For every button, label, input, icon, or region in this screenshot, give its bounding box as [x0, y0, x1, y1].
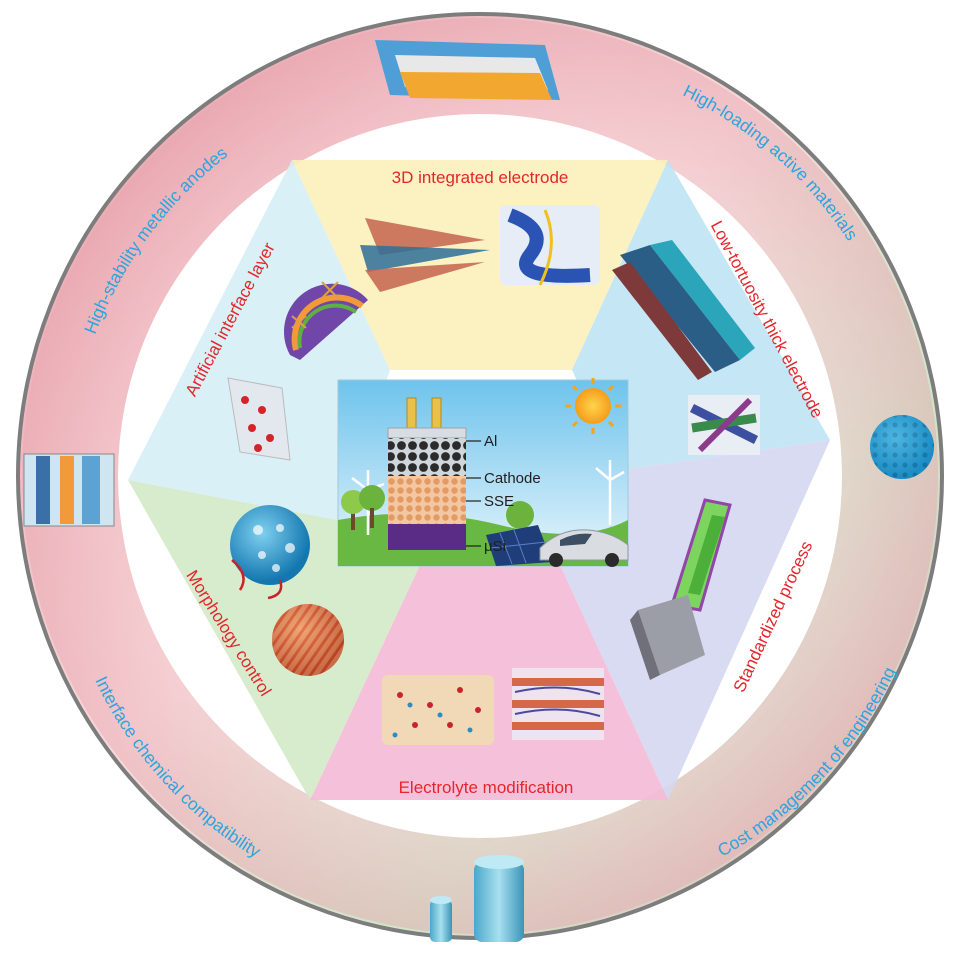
- layered-membrane-icon: [512, 668, 604, 740]
- cross-section-cell-icon: [23, 453, 115, 527]
- wind-turbine-icon: [351, 460, 625, 535]
- label-3d-integrated-electrode: 3D integrated electrode: [392, 168, 569, 187]
- particle-film-icon: [227, 377, 291, 461]
- car-icon: [539, 529, 629, 567]
- label-electrolyte-modification: Electrolyte modification: [399, 778, 574, 797]
- porous-network-icon: [500, 205, 600, 286]
- nanoparticle-sphere-icon: [272, 604, 344, 676]
- solar-panel-icon: [486, 525, 552, 566]
- tree-icon: [341, 485, 534, 530]
- stacked-sheets-icon: [360, 218, 490, 292]
- layered-film-icon: [375, 40, 560, 100]
- fiber-bundle-icon: [688, 395, 760, 455]
- layer-label-sse: SSE: [484, 493, 514, 510]
- block-material-icon: [630, 595, 705, 680]
- sector-upper-left: [128, 160, 390, 520]
- interface-layer-icon: [283, 281, 368, 360]
- battery-cell-icon: [430, 855, 524, 942]
- textured-sphere-icon: [870, 415, 934, 479]
- layer-label-usi: μSi: [484, 538, 506, 555]
- pouch-cell-icon: [670, 498, 732, 612]
- porous-sphere-icon: [230, 505, 310, 600]
- ion-transport-icon: [382, 675, 494, 745]
- center-scene: [337, 378, 629, 567]
- aligned-channels-icon: [612, 240, 755, 380]
- layer-label-al: Al: [484, 433, 497, 450]
- sun-icon: [565, 378, 621, 434]
- layer-label-cathode: Cathode: [484, 470, 541, 487]
- battery-stack: [387, 397, 467, 550]
